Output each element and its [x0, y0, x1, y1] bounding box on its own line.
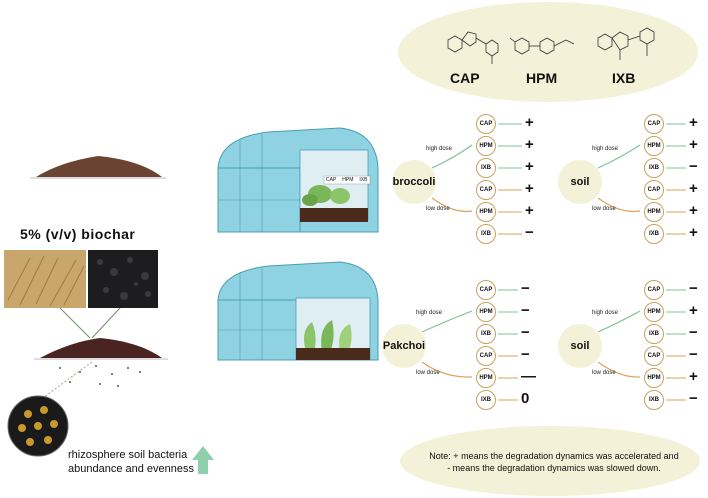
pesticide-node-1-0: CAP: [644, 114, 664, 134]
low-dose-label-2: low dose: [416, 370, 440, 376]
low-dose-arrow-2: [421, 361, 473, 378]
note-panel: [400, 426, 700, 496]
panel-center-2: Pakchoi: [382, 324, 426, 368]
pesticide-node-3-5: IXB: [644, 390, 664, 410]
effect-sign-3-4: +: [689, 368, 698, 385]
effect-sign-1-4: +: [689, 202, 698, 219]
low-dose-arrow-0: [431, 197, 473, 213]
note-text: Note: + means the degradation dynamics w…: [424, 450, 684, 474]
cap-molecule-icon: [447, 31, 499, 64]
pesticide-node-2-5: IXB: [476, 390, 496, 410]
pesticide-node-3-2: IXB: [644, 324, 664, 344]
pesticide-node-2-4: HPM: [476, 368, 496, 388]
effect-sign-0-2: +: [525, 158, 534, 175]
high-dose-arrow-1: [597, 144, 641, 169]
effect-sign-1-3: +: [689, 180, 698, 197]
greenhouse-sign-cap: CAP: [326, 177, 337, 183]
pesticide-node-0-0: CAP: [476, 114, 496, 134]
ixb-molecule-icon: [597, 27, 655, 60]
high-dose-label-1: high dose: [592, 146, 619, 152]
hpm-molecule-icon: [509, 37, 575, 55]
pesticide-node-1-3: CAP: [644, 180, 664, 200]
effect-sign-0-1: +: [525, 136, 534, 153]
greenhouse-sign-ixb: IXB: [359, 177, 368, 183]
pesticide-node-3-4: HPM: [644, 368, 664, 388]
note-line1: Note: + means the degradation dynamics w…: [429, 451, 679, 461]
effect-sign-1-1: +: [689, 136, 698, 153]
ixb-label: IXB: [612, 70, 636, 86]
biochar-pile-bottom: [40, 338, 162, 358]
cap-label: CAP: [450, 70, 480, 86]
effect-sign-0-5: −: [525, 224, 534, 241]
pesticide-node-0-3: CAP: [476, 180, 496, 200]
pesticide-node-2-2: IXB: [476, 324, 496, 344]
low-dose-label-1: low dose: [592, 206, 616, 212]
high-dose-arrow-0: [431, 144, 473, 169]
low-dose-label-3: low dose: [592, 370, 616, 376]
effect-sign-2-5: 0: [521, 390, 530, 407]
panel-center-1: soil: [558, 160, 602, 204]
effect-sign-2-4: —: [521, 368, 536, 385]
bacteria-caption-line1: rhizosphere soil bacteria: [68, 449, 188, 461]
note-line2: - means the degradation dynamics was slo…: [447, 463, 661, 473]
greenhouse-sign-hpm: HPM: [342, 177, 354, 183]
pesticide-node-2-0: CAP: [476, 280, 496, 300]
pesticide-node-3-0: CAP: [644, 280, 664, 300]
bacteria-caption: rhizosphere soil bacteria abundance and …: [68, 448, 194, 476]
high-dose-arrow-3: [597, 310, 641, 333]
effect-sign-1-0: +: [689, 114, 698, 131]
pesticide-node-3-1: HPM: [644, 302, 664, 322]
pesticide-node-2-1: HPM: [476, 302, 496, 322]
effect-sign-3-0: −: [689, 280, 698, 297]
pesticide-node-0-5: IXB: [476, 224, 496, 244]
pesticide-node-1-5: IXB: [644, 224, 664, 244]
effect-sign-1-5: +: [689, 224, 698, 241]
effect-sign-0-0: +: [525, 114, 534, 131]
low-dose-arrow-3: [597, 361, 641, 378]
pesticide-node-0-2: IXB: [476, 158, 496, 178]
low-dose-arrow-1: [597, 197, 641, 213]
high-dose-arrow-2: [421, 310, 473, 333]
biochar-pile-top: [36, 156, 162, 177]
pesticide-node-1-1: HPM: [644, 136, 664, 156]
hpm-label: HPM: [526, 70, 558, 86]
high-dose-label-0: high dose: [426, 146, 453, 152]
high-dose-label-2: high dose: [416, 310, 443, 316]
panel-center-0: broccoli: [392, 160, 436, 204]
increase-arrow-icon: [192, 446, 214, 474]
effect-sign-2-3: −: [521, 346, 530, 363]
greenhouse-pakchoi: [217, 261, 379, 361]
pesticide-node-3-3: CAP: [644, 346, 664, 366]
high-dose-label-3: high dose: [592, 310, 619, 316]
effect-sign-2-2: −: [521, 324, 530, 341]
bacteria-caption-line2: abundance and evenness: [68, 463, 194, 475]
effect-sign-3-1: +: [689, 302, 698, 319]
pesticide-panel: [398, 2, 698, 102]
pesticide-node-2-3: CAP: [476, 346, 496, 366]
greenhouse-broccoli: [217, 127, 379, 233]
effect-sign-3-3: −: [689, 346, 698, 363]
effect-sign-0-4: +: [525, 202, 534, 219]
pesticide-node-1-4: HPM: [644, 202, 664, 222]
pesticide-node-1-2: IXB: [644, 158, 664, 178]
panel-center-3: soil: [558, 324, 602, 368]
pesticide-node-0-1: HPM: [476, 136, 496, 156]
low-dose-label-0: low dose: [426, 206, 450, 212]
biochar-title: 5% (v/v) biochar: [20, 226, 136, 242]
effect-sign-3-5: −: [689, 390, 698, 407]
straw-photo: [4, 250, 86, 308]
effect-sign-2-1: −: [521, 302, 530, 319]
pesticide-node-0-4: HPM: [476, 202, 496, 222]
greenhouse-sign: CAP HPM IXB: [326, 177, 367, 183]
effect-sign-1-2: −: [689, 158, 698, 175]
effect-sign-0-3: +: [525, 180, 534, 197]
effect-sign-3-2: −: [689, 324, 698, 341]
effect-sign-2-0: −: [521, 280, 530, 297]
